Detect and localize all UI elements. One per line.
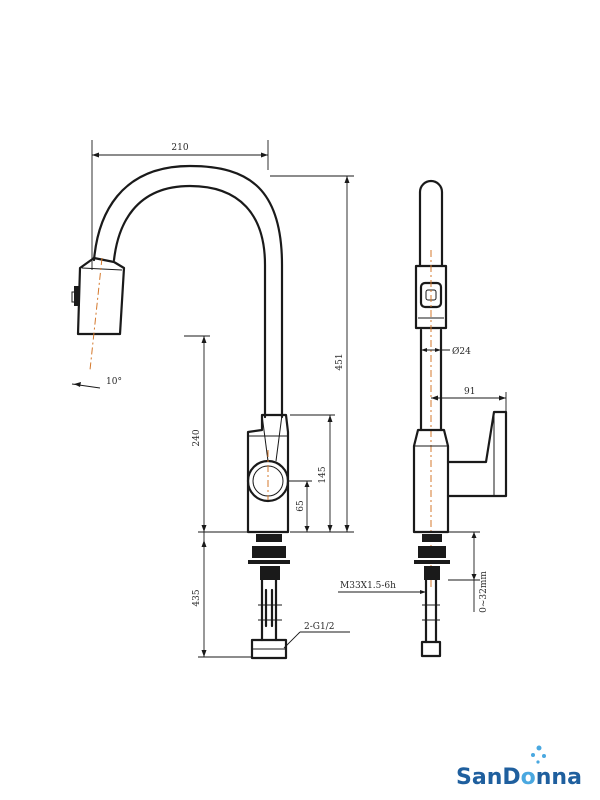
side-spray-top [418, 179, 444, 268]
brand-drop-2 [531, 753, 535, 757]
spray-centerline [89, 257, 103, 371]
side-dimensions [338, 345, 507, 612]
brand-text-o: o [521, 765, 536, 790]
side-lever-handle [446, 410, 508, 498]
dim-reach: 210 [171, 143, 188, 153]
faucet-body [246, 413, 290, 534]
dim-tilt-angle: 10° [106, 377, 122, 387]
dim-spout-height: 240 [192, 429, 202, 446]
front-view [71, 164, 290, 660]
side-spray-head [414, 264, 448, 330]
dim-body-height: 145 [318, 466, 328, 483]
supply-hoses [260, 578, 278, 642]
side-view [412, 179, 508, 658]
dim-deck-thickness: 0~32mm [479, 571, 489, 613]
brand-text-part3: nna [536, 765, 582, 790]
brand-drop-3 [542, 754, 546, 758]
dim-total-height: 451 [335, 353, 345, 370]
front-dimensions [71, 140, 354, 658]
dim-below-deck: 435 [192, 589, 202, 606]
mount-nut [256, 534, 282, 542]
svg-text:SanDonna: SanDonna [456, 765, 582, 790]
brand-text-part2: D [502, 765, 520, 790]
dim-handle-depth: 91 [464, 387, 475, 397]
brand-drop-1 [536, 745, 542, 751]
brand-logo: SanDonna [456, 745, 582, 790]
dim-thread-spec: M33X1.5-6h [340, 581, 396, 591]
spray-head [76, 256, 126, 336]
brand-text-part1: San [456, 765, 502, 790]
dim-base-height: 65 [296, 500, 306, 512]
dim-connection: 2-G1/2 [304, 622, 334, 632]
spout-inner-curve [112, 184, 267, 419]
brand-drop-4 [536, 760, 540, 764]
dim-hose-diameter: Ø24 [452, 346, 471, 357]
spout-outer-curve [92, 164, 284, 419]
